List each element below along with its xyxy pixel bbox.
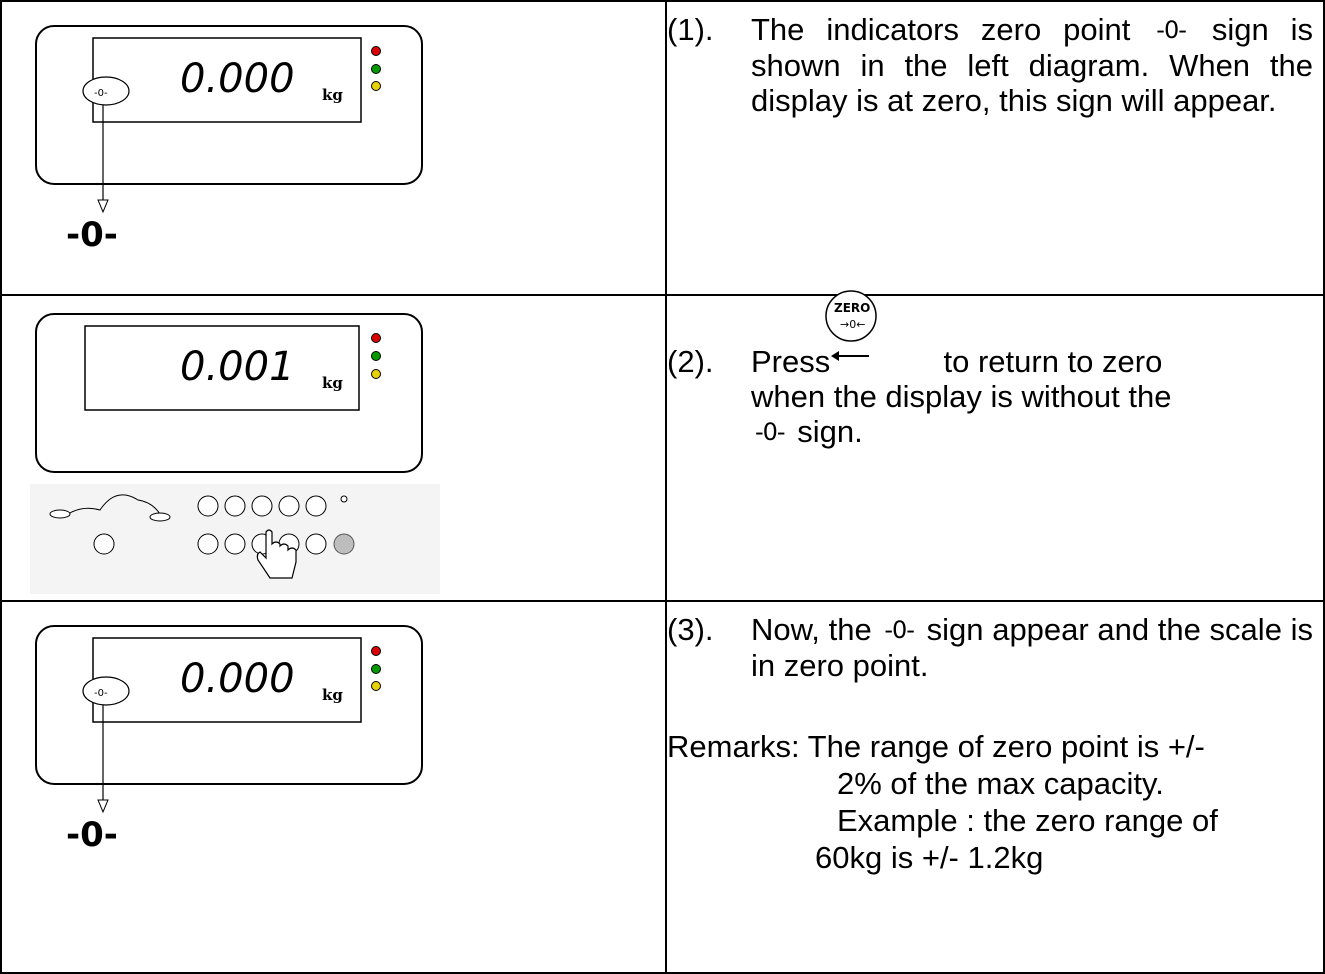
step-number: (1). [667,12,714,47]
zero-indicator-small: -0- [94,88,108,99]
step-3-text: (3). Now, the -0- sign appear and the sc… [667,612,1313,683]
zero-indicator-small: -0- [94,688,108,699]
step-2-line-3: sign. [797,414,863,449]
led-red-icon [371,46,381,56]
indicator-figure-zero-result: 0.000 kg -0- -0- [2,602,665,972]
step-1-part-b: sign is shown in the left diagram. When … [751,12,1313,118]
led-yellow-icon [371,369,381,379]
zero-sign-icon: -0- [884,616,915,644]
remarks-line-2: 2% of the max capacity. [837,766,1164,801]
figure-cell-3: 0.000 kg -0- -0- [0,600,667,974]
key-button [197,533,219,555]
step-3-part-b: sign appear and the scale is in zero poi… [751,612,1313,683]
pointing-hand-icon [256,529,297,579]
remarks-block: Remarks: The range of zero point is +/- … [667,728,1317,876]
led-red-icon [371,646,381,656]
pointer-arrow-icon [97,199,109,214]
indicator-panel-diagram: 0.000 kg -0- -0- [35,25,423,255]
key-button [251,495,273,517]
display-window [92,637,362,723]
display-value: 0.001 [180,344,295,390]
indicator-figure-keypad: 0.001 kg [2,296,665,600]
led-yellow-icon [371,681,381,691]
key-button [278,495,300,517]
zero-indicator-circle [82,676,130,706]
key-button [93,533,115,555]
key-button [224,533,246,555]
keypad-curve-icon [61,494,161,519]
remarks-line-3: Example : the zero range of [837,803,1218,838]
step-1-part-a: The indicators zero point [751,12,1131,47]
step-3-part-a: Now, the [751,612,872,647]
led-green-icon [371,664,381,674]
step-number: (2). [667,344,714,379]
led-green-icon [371,351,381,361]
led-yellow-icon [371,81,381,91]
step-2-text: (2). Press to return to zero ZERO →0← [667,290,1313,450]
figure-cell-1: 0.000 kg -0- -0- [0,0,667,296]
zero-key-symbol: →0← [840,318,865,331]
display-value: 0.000 [180,656,295,702]
zero-key-icon: ZERO →0← [825,290,877,361]
key-button [305,495,327,517]
zero-indicator-circle [82,76,130,106]
power-key-button [333,533,355,555]
unit-label: kg [322,686,343,704]
text-cell-2: (2). Press to return to zero ZERO →0← [665,290,1325,602]
indicator-panel-diagram: 0.000 kg -0- -0- [35,625,423,855]
zero-sign-icon: -0- [755,418,786,446]
step-2-instruction: to return to zero [943,344,1163,379]
led-green-icon [371,64,381,74]
zero-symbol-large: -0- [66,815,118,855]
remarks-line-4: 60kg is +/- 1.2kg [815,840,1044,875]
display-window [92,37,362,123]
indicator-keypad-diagram: 0.001 kg [30,313,440,594]
text-cell-1: (1). The indicators zero point -0- sign … [665,0,1325,296]
keypad-indicator-dot [340,495,348,503]
key-button [305,533,327,555]
remarks-line-1: Remarks: The range of zero point is +/- [667,729,1205,764]
unit-label: kg [322,86,343,104]
zero-sign-icon: -0- [1156,16,1187,44]
text-cell-3: (3). Now, the -0- sign appear and the sc… [665,600,1325,974]
display-value: 0.000 [180,56,295,102]
pointer-arrow-icon [97,799,109,814]
keypad-small-key [149,512,171,522]
zero-key-label: ZERO [834,301,870,315]
press-label: Press [751,344,831,379]
key-button [197,495,219,517]
keypad-small-key [49,509,71,519]
step-2-line-2: when the display is without the [751,379,1172,414]
step-number: (3). [667,612,714,647]
key-button [224,495,246,517]
step-1-text: (1). The indicators zero point -0- sign … [667,12,1313,118]
display-window [84,325,360,411]
led-red-icon [371,333,381,343]
zero-symbol-large: -0- [66,215,118,255]
indicator-figure-zero: 0.000 kg -0- -0- [2,2,665,294]
unit-label: kg [322,374,343,392]
figure-cell-2: 0.001 kg [0,294,667,602]
